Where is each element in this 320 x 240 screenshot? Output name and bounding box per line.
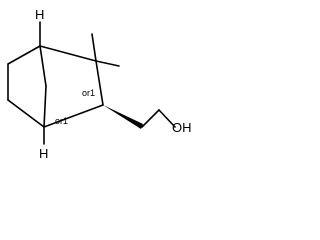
bond-c3-methyl-b [95, 60, 120, 67]
bond-c3-methyl-a [91, 33, 97, 62]
bond-c2-c1 [43, 104, 104, 128]
bond-ch2-ch2 [141, 109, 160, 128]
atom-h-top: H [35, 7, 44, 22]
bond-c3-c2 [95, 60, 104, 106]
stereo-label-c2: or1 [82, 88, 95, 98]
chemical-structure: H H OH or1 or1 [7, 7, 192, 161]
bond-c1-c6 [7, 99, 45, 128]
atom-h-bottom: H [39, 146, 48, 161]
bond-c5-c4 [7, 45, 41, 65]
wedge-bond-c2-ch2 [103, 105, 143, 129]
bond-c7-c1 [43, 85, 47, 128]
bond-c4-c7 [39, 45, 47, 87]
stereo-label-c1: or1 [55, 116, 68, 126]
bond-c4-c3 [39, 45, 97, 62]
atom-oh: OH [172, 120, 192, 135]
bond-ch2-oh [158, 109, 176, 128]
